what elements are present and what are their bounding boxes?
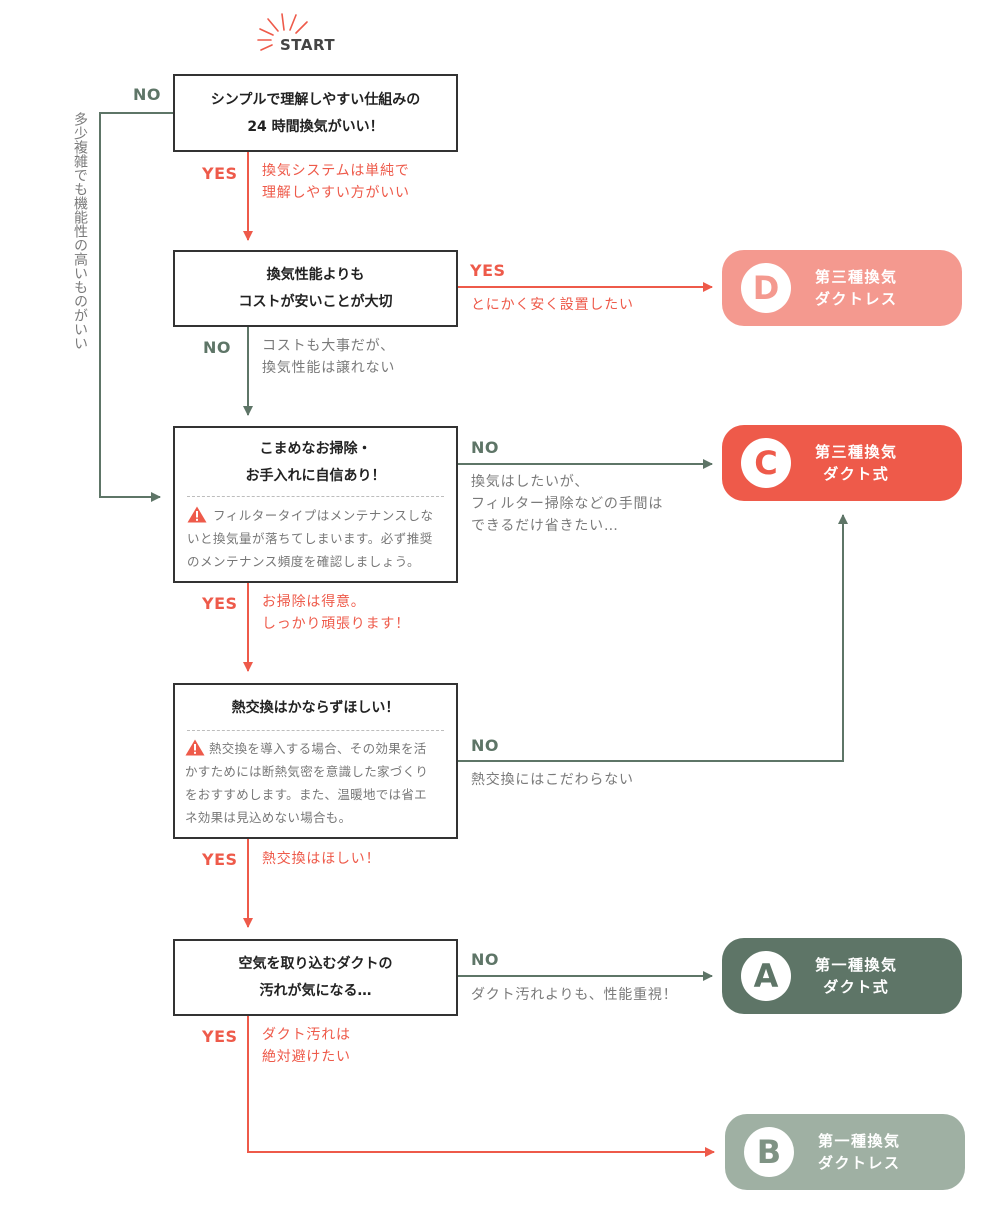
q4-no-connector [458,514,848,762]
q5-yes-connector [247,1016,715,1157]
q5-yes-caption: ダクト汚れは 絶対避けたい [262,1024,351,1068]
q4-divider [187,730,444,731]
q2-no-label: NO [203,338,231,357]
result-d-line2: ダクトレス [815,290,898,308]
q1-no-label: NO [133,85,161,104]
q2-yes-label: YES [470,261,506,280]
side-note: 多少複雑でも機能性の高いものがいい [72,112,88,350]
result-a-line1: 第一種換気 [815,956,898,974]
start-label: START [280,36,336,54]
q5-yes-caption-line2: 絶対避けたい [262,1049,351,1065]
q5-line2: 汚れが気になる… [259,983,372,999]
q3-no-caption-line1: 換気はしたいが、 [471,474,590,490]
q3-no-caption-line2: フィルター掃除などの手間は [471,496,664,512]
q4-note-line2: かすためには断熱気密を意識した家づくり [185,764,429,779]
q3-note: フィルタータイプはメンテナンスしな いと換気量が落ちてしまいます。必ず推奨 のメ… [175,497,456,573]
result-a: A 第一種換気 ダクト式 [722,938,962,1014]
result-a-line2: ダクト式 [823,978,890,996]
result-b-line1: 第一種換気 [818,1132,901,1150]
q3-yes-caption-line1: お掃除は得意。 [262,594,366,610]
q3-yes-caption-line2: しっかり頑張ります！ [262,616,410,632]
q4-note-line1: 熱交換を導入する場合、その効果を活 [209,741,427,756]
question-box-4: 熱交換はかならずほしい！ 熱交換を導入する場合、その効果を活 かすためには断熱気… [173,683,458,839]
q1-line1: シンプルで理解しやすい仕組みの [210,92,421,108]
q1-yes-caption-line1: 換気システムは単純で [262,163,410,179]
q3-no-label: NO [471,438,499,457]
result-a-letter: A [741,951,791,1001]
question-box-1: シンプルで理解しやすい仕組みの 24 時間換気がいい！ [173,74,458,152]
q4-yes-label: YES [202,850,238,869]
q3-divider [187,496,444,497]
result-b-line2: ダクトレス [818,1154,901,1172]
result-b: B 第一種換気 ダクトレス [725,1114,965,1190]
q5-yes-label: YES [202,1027,238,1046]
result-c-letter: C [741,438,791,488]
q1-line2: 24 時間換気がいい！ [247,119,384,135]
q2-no-caption-line2: 換気性能は譲れない [262,360,396,376]
q1-no-connector [99,112,173,502]
warning-icon [185,739,205,756]
q2-line2: コストが安いことが大切 [238,294,393,310]
q4-note: 熱交換を導入する場合、その効果を活 かすためには断熱気密を意識した家づくり をお… [175,731,456,829]
question-box-2: 換気性能よりも コストが安いことが大切 [173,250,458,327]
q4-note-line4: ネ効果は見込めない場合も。 [185,810,352,825]
q2-yes-caption: とにかく安く設置したい [471,297,634,313]
q5-yes-caption-line1: ダクト汚れは [262,1027,351,1043]
result-d-letter: D [741,263,791,313]
q5-no-label: NO [471,950,499,969]
result-d: D 第三種換気 ダクトレス [722,250,962,326]
q1-yes-caption: 換気システムは単純で 理解しやすい方がいい [262,160,410,204]
warning-icon [187,506,207,523]
q3-note-line2: いと換気量が落ちてしまいます。必ず推奨 [187,531,433,546]
result-b-letter: B [744,1127,794,1177]
q2-no-caption: コストも大事だが、 換気性能は譲れない [262,335,395,379]
question-box-3: こまめなお掃除・ お手入れに自信あり！ フィルタータイプはメンテナンスしな いと… [173,426,458,583]
q4-yes-caption: 熱交換はほしい！ [262,851,381,867]
q5-line1: 空気を取り込むダクトの [238,956,393,972]
q3-yes-caption: お掃除は得意。 しっかり頑張ります！ [262,591,410,635]
q3-line1: こまめなお掃除・ [259,441,372,457]
result-c: C 第三種換気 ダクト式 [722,425,962,501]
q2-line1: 換気性能よりも [266,267,365,283]
q1-yes-label: YES [202,164,238,183]
q3-note-line1: フィルタータイプはメンテナンスしな [213,508,434,523]
result-c-line2: ダクト式 [823,465,890,483]
q3-no-caption-line3: できるだけ省きたい… [471,518,619,534]
q3-note-line3: のメンテナンス頻度を確認しましょう。 [187,554,421,569]
q2-no-caption-line1: コストも大事だが、 [262,338,395,354]
q5-no-caption: ダクト汚れよりも、性能重視！ [471,987,678,1003]
start-burst-icon [257,13,308,51]
q1-yes-caption-line2: 理解しやすい方がいい [262,185,410,201]
q3-yes-label: YES [202,594,238,613]
result-d-line1: 第三種換気 [815,268,898,286]
q3-line2: お手入れに自信あり！ [245,468,386,484]
q4-no-caption: 熱交換にはこだわらない [471,772,634,788]
question-box-5: 空気を取り込むダクトの 汚れが気になる… [173,939,458,1016]
q4-note-line3: をおすすめします。また、温暖地では省エ [185,787,427,802]
q4-no-label: NO [471,736,499,755]
q4-line1: 熱交換はかならずほしい！ [231,700,400,716]
result-c-line1: 第三種換気 [815,443,898,461]
q3-no-caption: 換気はしたいが、 フィルター掃除などの手間は できるだけ省きたい… [471,471,663,537]
